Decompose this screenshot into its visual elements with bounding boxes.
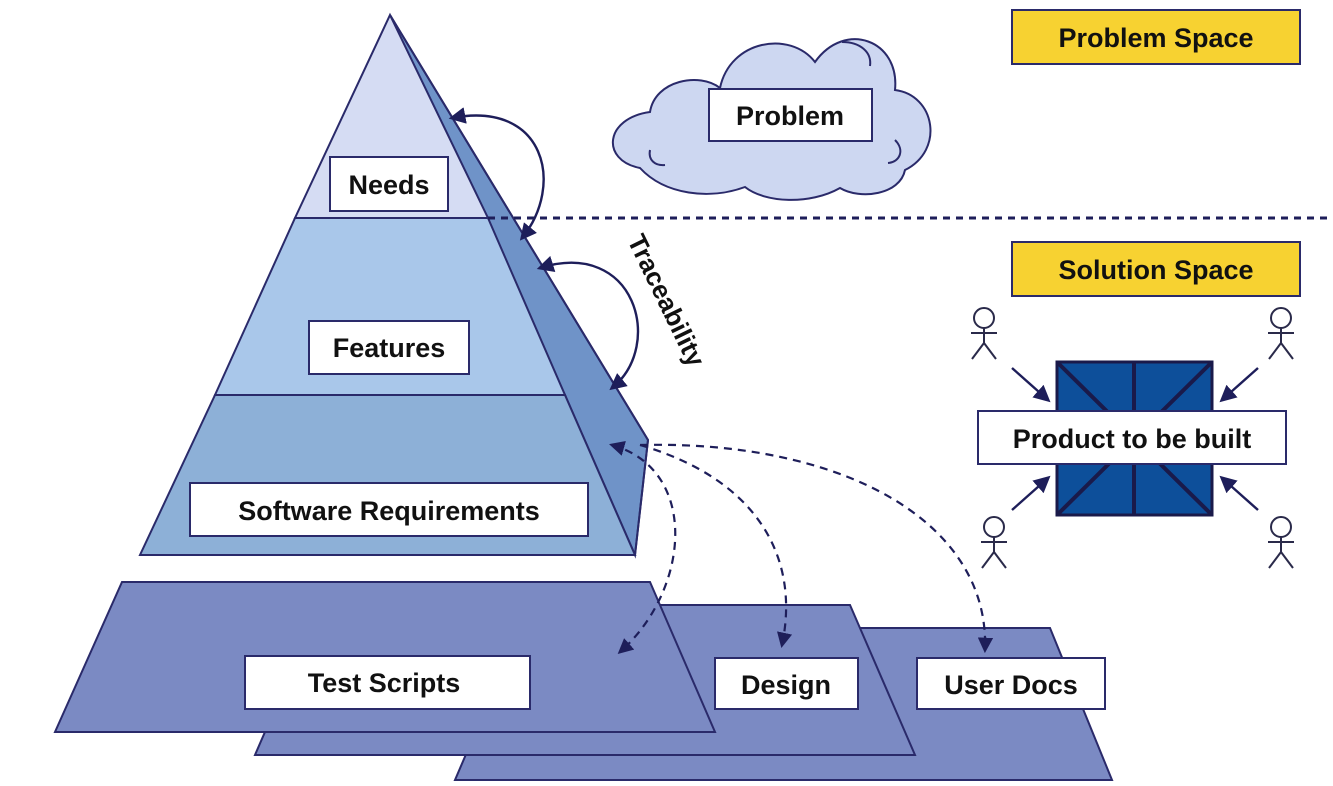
trace-arrow-features xyxy=(536,255,640,391)
test-scripts-label-box xyxy=(244,655,531,710)
features-label: Features xyxy=(333,333,446,363)
problem-space-legend-box xyxy=(1011,9,1301,65)
trace-arrow-needs xyxy=(448,107,545,241)
design-label: Design xyxy=(741,670,831,700)
problem-space-legend-label: Problem Space xyxy=(1058,23,1253,53)
stick-figure-icon xyxy=(1268,516,1294,569)
user-docs-label-box xyxy=(916,657,1106,710)
user-arrow-top-left xyxy=(1011,367,1051,403)
trace-arrow-user-docs xyxy=(639,443,994,654)
user-arrow-bottom-left xyxy=(1011,475,1051,511)
software-requirements-label: Software Requirements xyxy=(238,496,540,526)
stick-figure-icon xyxy=(1268,307,1294,360)
design-label-box xyxy=(714,657,859,710)
software-requirements-label-box xyxy=(189,482,589,537)
problem-label-box xyxy=(708,88,873,142)
user-docs-label: User Docs xyxy=(944,670,1078,700)
features-label-box xyxy=(308,320,470,375)
test-scripts-label: Test Scripts xyxy=(308,668,461,698)
solution-space-legend-label: Solution Space xyxy=(1058,255,1253,285)
solution-space-legend-box xyxy=(1011,241,1301,297)
problem-label: Problem xyxy=(736,101,844,131)
product-label: Product to be built xyxy=(1013,424,1251,454)
product-label-box xyxy=(977,410,1287,465)
user-arrow-bottom-right xyxy=(1219,475,1259,511)
user-arrow-top-right xyxy=(1219,367,1259,403)
stick-figure-icon xyxy=(981,516,1007,569)
trace-arrow-test-scripts xyxy=(609,440,677,655)
stick-figure-icon xyxy=(971,307,997,360)
trace-arrow-design xyxy=(639,443,793,649)
needs-label: Needs xyxy=(348,170,429,200)
pyramid-edge xyxy=(634,439,649,556)
needs-label-box xyxy=(329,156,449,212)
